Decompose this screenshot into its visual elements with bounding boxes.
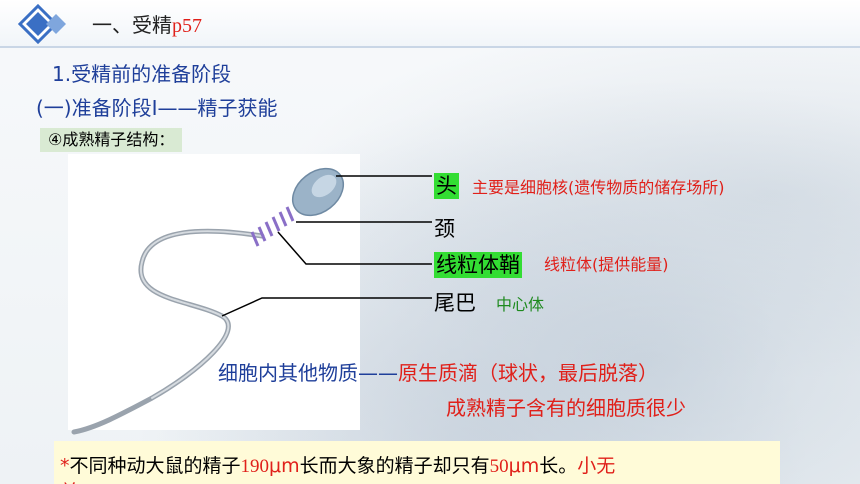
outline-point-2: (一)准备阶段Ⅰ——精子获能 — [36, 96, 278, 120]
bottom-text-2: 大鼠的精子 — [145, 455, 241, 477]
slide-title-text: 一、受精 — [92, 13, 172, 37]
rat-sperm-length: 190 — [240, 456, 270, 477]
other-substance-line: 细胞内其他物质——原生质滴（球状，最后脱落） — [218, 357, 658, 386]
note-tail: 中心体 — [496, 295, 545, 314]
label-mitochondrial-sheath: 线粒体鞘 — [434, 252, 522, 278]
bottom-star: * — [60, 455, 70, 477]
diamond-logo-icon — [17, 4, 66, 44]
bottom-note-box: *不同种动大鼠的精子190μm长而大象的精子却只有50μm长。小无 关 — [54, 441, 780, 484]
bottom-text-3: 长而大象的精子却只有 — [299, 455, 490, 477]
label-tail: 尾巴 — [434, 291, 476, 315]
bottom-note-text: *不同种动大鼠的精子190μm长而大象的精子却只有50μm长。小无 — [60, 451, 615, 478]
bottom-text-4: 长。 — [539, 455, 578, 477]
label-neck: 颈 — [434, 217, 455, 241]
note-mitochondrial-sheath: 线粒体(提供能量) — [544, 255, 669, 274]
header-bar: 一、受精p57 — [0, 0, 860, 48]
bottom-text-5: 小无 — [577, 455, 616, 477]
page-reference: p57 — [172, 15, 202, 37]
cytoplasm-note: 成熟精子含有的细胞质很少 — [446, 396, 686, 420]
outline-point-1: 1.受精前的准备阶段 — [52, 62, 232, 86]
rat-length-unit: μm — [269, 455, 300, 477]
elephant-length-unit: μm — [508, 455, 540, 477]
other-substance-key: 细胞内其他物质—— — [218, 361, 398, 385]
leader-lines — [221, 175, 432, 317]
sperm-tail — [71, 228, 265, 435]
bottom-text-6: 关 — [60, 477, 79, 484]
note-head: 主要是细胞核(遗传物质的储存场所) — [472, 178, 725, 197]
other-substance-value: 原生质滴（球状，最后脱落） — [398, 361, 658, 385]
slide-title: 一、受精p57 — [92, 9, 202, 38]
outline-point-3: ④成熟精子结构： — [40, 128, 183, 152]
elephant-sperm-length: 50 — [489, 456, 509, 477]
label-head: 头 — [434, 173, 459, 199]
bottom-text-1: 不同种动 — [69, 455, 146, 477]
mitochondrial-sheath — [250, 206, 295, 247]
